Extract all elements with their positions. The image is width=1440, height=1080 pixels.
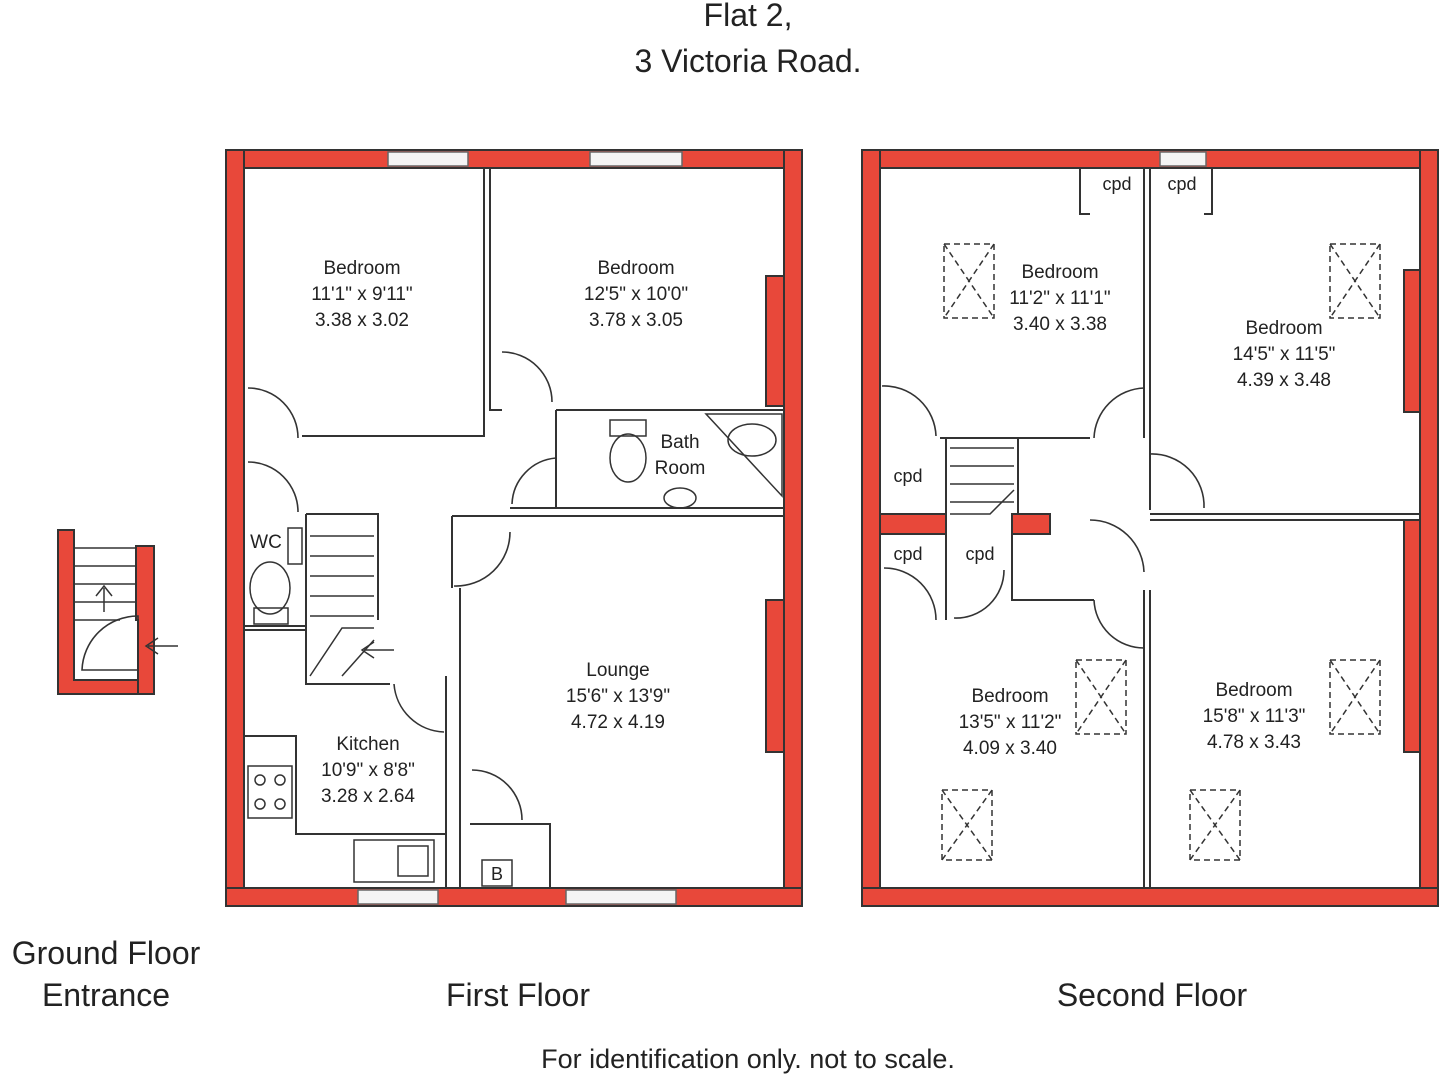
ff-interior-walls (244, 168, 784, 889)
sf-wall-top (861, 149, 1439, 169)
sf-bedroom-sw-name: Bedroom (971, 686, 1048, 707)
sf-window-1 (1159, 151, 1207, 167)
ff-bath-cistern (609, 419, 647, 437)
ff-bedroom1-label: Bedroom 11'1" x 9'11" 3.38 x 3.02 (311, 258, 412, 331)
ff-window-3 (357, 889, 439, 905)
ff-lounge-label: Lounge 15'6" x 13'9" 4.72 x 4.19 (566, 660, 670, 733)
ff-bedroom2-label: Bedroom 12'5" x 10'0" 3.78 x 3.05 (584, 258, 688, 331)
sf-cupboard-label-1: cpd (1102, 174, 1131, 194)
ff-chimney-breast-upper (765, 275, 785, 407)
sf-cupboard-label-2: cpd (1167, 174, 1196, 194)
ff-bathroom-label-line1: Bath (660, 432, 699, 453)
sf-bedroom-sw-label: Bedroom 13'5" x 11'2" 4.09 x 3.40 (959, 686, 1062, 759)
disclaimer-note: For identification only. not to scale. (541, 1044, 955, 1074)
sf-bedroom-ne-metric: 4.39 x 3.48 (1237, 370, 1331, 391)
sf-bedroom-se-metric: 4.78 x 3.43 (1207, 732, 1301, 753)
sf-bedroom-sw-imperial: 13'5" x 11'2" (959, 712, 1062, 733)
ff-bedroom2-name: Bedroom (597, 258, 674, 279)
ff-hob-ring-1 (254, 774, 266, 786)
sf-bedroom-ne-label: Bedroom 14'5" x 11'5" 4.39 x 3.48 (1233, 318, 1336, 391)
ff-wall-top (225, 149, 803, 169)
first-floor-plan (225, 149, 803, 907)
ff-lounge-metric: 4.72 x 4.19 (571, 712, 665, 733)
ff-kitchen-imperial: 10'9" x 8'8" (321, 760, 415, 781)
second-floor-plan (861, 149, 1439, 907)
ff-lounge-name: Lounge (586, 660, 649, 681)
title-line2: 3 Victoria Road. (634, 43, 861, 79)
sf-wall-left (861, 149, 881, 907)
ff-wall-right (783, 149, 803, 907)
ff-wall-bottom (225, 887, 803, 907)
ff-kitchen-sink (353, 839, 435, 883)
ff-chimney-breast-lower (765, 599, 785, 753)
ff-doors (247, 351, 557, 821)
title-line1: Flat 2, (704, 0, 793, 33)
ff-boiler-label: B (491, 864, 503, 884)
sf-cupboard-label-3: cpd (893, 466, 922, 486)
sf-bedroom-se-label: Bedroom 15'8" x 11'3" 4.78 x 3.43 (1203, 680, 1306, 753)
ff-wc-toilet (249, 561, 291, 615)
ff-bath-basin (663, 487, 697, 509)
ff-kitchen-label: Kitchen 10'9" x 8'8" 3.28 x 2.64 (321, 734, 415, 807)
ff-kitchen-metric: 3.28 x 2.64 (321, 786, 415, 807)
sf-chimney-breast-upper (1403, 269, 1421, 413)
ff-window-4 (565, 889, 677, 905)
caption-first-floor: First Floor (446, 977, 590, 1013)
sf-bedroom-nw-name: Bedroom (1021, 262, 1098, 283)
ff-window-1 (387, 151, 469, 167)
sf-wall-bottom (861, 887, 1439, 907)
sf-doors (881, 385, 1205, 649)
ff-boiler-box (481, 859, 513, 887)
sf-bedroom-ne-name: Bedroom (1245, 318, 1322, 339)
sf-stairs (950, 447, 1015, 515)
ff-kitchen-name: Kitchen (336, 734, 399, 755)
sf-chimney-breast-lower (1403, 519, 1421, 753)
entrance-stairs (74, 547, 136, 621)
ff-wall-left (225, 149, 245, 907)
ff-bedroom2-imperial: 12'5" x 10'0" (584, 284, 688, 305)
ff-hob-ring-4 (274, 798, 286, 810)
entrance-stair-arrow (95, 584, 113, 612)
ff-hob-ring-3 (254, 798, 266, 810)
ff-bedroom1-name: Bedroom (323, 258, 400, 279)
sf-bedroom-ne-imperial: 14'5" x 11'5" (1233, 344, 1336, 365)
ff-bath-toilet (609, 433, 647, 483)
sf-skylights (941, 243, 1381, 861)
sf-wall-partition-mid (1011, 513, 1051, 535)
sf-bedroom-sw-metric: 4.09 x 3.40 (963, 738, 1057, 759)
ff-bedroom2-metric: 3.78 x 3.05 (589, 310, 683, 331)
sf-wall-right (1419, 149, 1439, 907)
ff-bath-tub-inner (727, 423, 777, 457)
sf-bedroom-se-name: Bedroom (1215, 680, 1292, 701)
ff-lounge-imperial: 15'6" x 13'9" (566, 686, 670, 707)
caption-second-floor: Second Floor (1057, 977, 1248, 1013)
entrance-wall-right (135, 545, 155, 695)
entrance-arrow-icon (144, 637, 178, 655)
sf-bedroom-nw-label: Bedroom 11'2" x 11'1" 3.40 x 3.38 (1009, 262, 1110, 335)
sf-wall-partition-left (879, 513, 947, 535)
ff-bedroom1-metric: 3.38 x 3.02 (315, 310, 409, 331)
sf-interior-walls (879, 168, 1420, 888)
ff-sink-bowl (397, 845, 429, 877)
ff-wc-basin (287, 527, 303, 565)
sf-bedroom-nw-metric: 3.40 x 3.38 (1013, 314, 1107, 335)
ground-floor-entrance-plan (57, 529, 178, 695)
sf-bedroom-se-imperial: 15'8" x 11'3" (1203, 706, 1306, 727)
ff-stair-arrow (360, 641, 394, 659)
sf-cupboard-label-5: cpd (965, 544, 994, 564)
ff-stairs (309, 535, 375, 677)
ff-bedroom1-imperial: 11'1" x 9'11" (311, 284, 412, 305)
ff-wc-label: WC (250, 532, 282, 553)
caption-ground-line2: Entrance (42, 977, 170, 1013)
caption-ground-line1: Ground Floor (12, 935, 201, 971)
ff-kitchen-hob (247, 765, 293, 819)
ff-bathroom-label-line2: Room (655, 458, 706, 479)
sf-cupboard-label-4: cpd (893, 544, 922, 564)
sf-bedroom-nw-imperial: 11'2" x 11'1" (1009, 288, 1110, 309)
ff-window-2 (589, 151, 683, 167)
ff-hob-ring-2 (274, 774, 286, 786)
entrance-door (81, 615, 139, 671)
ff-wc-cistern (253, 607, 289, 625)
